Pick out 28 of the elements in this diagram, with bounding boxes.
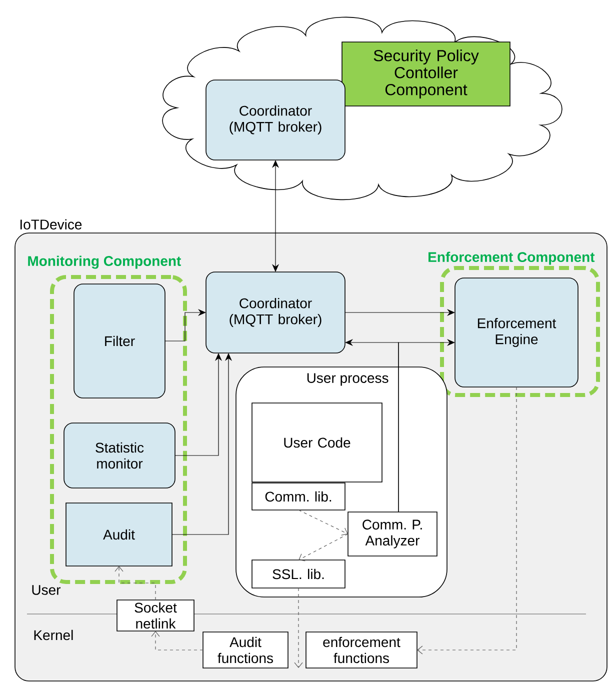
process-box: Coordinator (MQTT broker) bbox=[206, 272, 346, 354]
layer-label: Kernel bbox=[34, 630, 73, 640]
component-box: Security Policy Contoller Component bbox=[342, 42, 510, 106]
socket-box: Socket netlink bbox=[116, 600, 194, 632]
arrow bbox=[151, 631, 204, 650]
arrow bbox=[294, 588, 303, 668]
heading: IoTDevice bbox=[20, 219, 82, 230]
arrow bbox=[298, 534, 348, 562]
function-box: enforcement functions bbox=[306, 632, 418, 668]
process-box: Coordinator (MQTT broker) bbox=[206, 80, 346, 160]
heading: Monitoring Component bbox=[28, 256, 181, 269]
heading: Enforcement Component bbox=[428, 252, 595, 265]
arrow bbox=[114, 566, 156, 600]
function-box: Audit functions bbox=[202, 632, 288, 668]
heading: User process bbox=[307, 373, 388, 386]
analyzer-box: Comm. P. Analyzer bbox=[348, 512, 438, 556]
arrow bbox=[272, 160, 280, 272]
layer-label: User bbox=[32, 585, 61, 595]
arrow bbox=[417, 386, 517, 654]
arrow bbox=[298, 510, 348, 536]
process-box: Enforcement Engine bbox=[454, 278, 578, 388]
process-box: Statistic monitor bbox=[64, 422, 176, 488]
arrow bbox=[164, 308, 206, 342]
process-box: Audit bbox=[66, 502, 172, 566]
library-box: SSL. lib. bbox=[252, 560, 346, 588]
arrow bbox=[398, 338, 455, 512]
library-box: Comm. lib. bbox=[252, 482, 346, 510]
process-box: Filter bbox=[74, 284, 166, 398]
